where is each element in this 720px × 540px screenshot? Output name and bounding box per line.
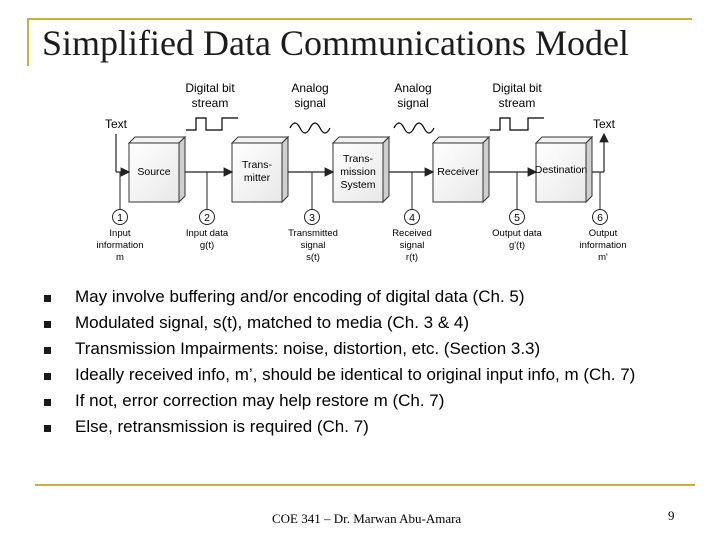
bullet-square-icon [44, 425, 51, 432]
bullet-item: Else, retransmission is required (Ch. 7) [44, 416, 704, 438]
step-5-number: 5 [514, 212, 520, 224]
transmission-system-label-line2: mission [340, 166, 376, 178]
analog-signal-label-2-line2: signal [397, 96, 428, 110]
bullet-square-icon [44, 399, 51, 406]
analog-waveform-2-icon [393, 122, 435, 134]
caption-6-line2: information [580, 240, 627, 251]
bullet-list: May involve buffering and/or encoding of… [44, 286, 704, 442]
bullet-square-icon [44, 373, 51, 380]
caption-3-line2: signal [301, 240, 326, 251]
transmitter-label-line2: mitter [244, 172, 271, 184]
title-left-rule [27, 18, 29, 66]
analog-waveform-1-icon [289, 122, 331, 134]
caption-6-line1: Output [589, 228, 618, 239]
transmission-system-box [331, 135, 391, 204]
step-5-circle [509, 209, 525, 225]
bullet-text: Transmission Impairments: noise, distort… [75, 339, 541, 358]
footer-text: COE 341 – Dr. Marwan Abu-Amara [272, 511, 462, 526]
digital-bit-stream-label-1-line1: Digital bit [185, 81, 235, 95]
slide-title: Simplified Data Communications Model [42, 23, 629, 63]
page-number: 9 [668, 508, 675, 523]
caption-5-line2: g'(t) [509, 240, 525, 251]
step-3-circle [304, 209, 320, 225]
data-communications-diagram: Digital bit stream Analog signal Analog … [97, 81, 627, 263]
step-6-circle [592, 209, 608, 225]
destination-label: Destination [535, 164, 588, 176]
step-1-circle [112, 209, 128, 225]
bullet-text: Modulated signal, s(t), matched to media… [75, 313, 470, 332]
caption-3-line1: Transmitted [288, 228, 338, 239]
step-2-circle [199, 209, 215, 225]
digital-waveform-1-icon [186, 117, 238, 131]
caption-6-line3: m' [598, 252, 608, 263]
digital-bit-stream-label-2-line1: Digital bit [492, 81, 542, 95]
footer-rule [35, 484, 695, 486]
bullet-text: Ideally received info, m’, should be ide… [75, 365, 636, 384]
caption-1-line3: m [116, 252, 124, 263]
digital-bit-stream-label-2-line2: stream [499, 96, 536, 110]
caption-1-line1: Input [109, 228, 130, 239]
bullet-square-icon [44, 347, 51, 354]
caption-2-line1: Input data [186, 228, 229, 239]
caption-5-line1: Output data [492, 228, 542, 239]
text-label-right: Text [593, 117, 616, 131]
destination-box [534, 135, 594, 204]
bullet-text: If not, error correction may help restor… [75, 391, 445, 410]
bullet-item: Transmission Impairments: noise, distort… [44, 338, 704, 360]
bullet-text: Else, retransmission is required (Ch. 7) [75, 417, 369, 436]
receiver-box [431, 135, 491, 204]
caption-4-line2: signal [400, 240, 425, 251]
step-2-number: 2 [204, 212, 210, 224]
bullet-item: May involve buffering and/or encoding of… [44, 286, 704, 308]
bullet-item: If not, error correction may help restor… [44, 390, 704, 412]
caption-2-line2: g(t) [200, 240, 214, 251]
caption-3-line3: s(t) [306, 252, 320, 263]
bullet-item: Ideally received info, m’, should be ide… [44, 364, 704, 386]
transmitter-label-line1: Trans- [242, 159, 272, 171]
bullet-text: May involve buffering and/or encoding of… [75, 287, 525, 306]
title-top-rule [27, 18, 692, 20]
step-6-number: 6 [597, 212, 603, 224]
caption-1-line2: information [97, 240, 144, 251]
source-label: Source [137, 166, 170, 178]
step-4-circle [404, 209, 420, 225]
analog-signal-label-1-line2: signal [294, 96, 325, 110]
bullet-item: Modulated signal, s(t), matched to media… [44, 312, 704, 334]
caption-4-line3: r(t) [406, 252, 418, 263]
digital-bit-stream-label-1-line2: stream [192, 96, 229, 110]
bullet-square-icon [44, 295, 51, 302]
step-1-number: 1 [117, 212, 123, 224]
source-box [127, 135, 187, 204]
caption-4-line1: Received [392, 228, 432, 239]
receiver-label: Receiver [437, 166, 479, 178]
step-3-number: 3 [309, 212, 315, 224]
digital-waveform-2-icon [490, 117, 544, 131]
analog-signal-label-1-line1: Analog [291, 81, 328, 95]
transmission-system-label-line1: Trans- [343, 153, 373, 165]
step-4-number: 4 [409, 212, 415, 224]
analog-signal-label-2-line1: Analog [394, 81, 431, 95]
text-label-left: Text [105, 117, 128, 131]
bullet-square-icon [44, 321, 51, 328]
transmission-system-label-line3: System [340, 179, 375, 191]
